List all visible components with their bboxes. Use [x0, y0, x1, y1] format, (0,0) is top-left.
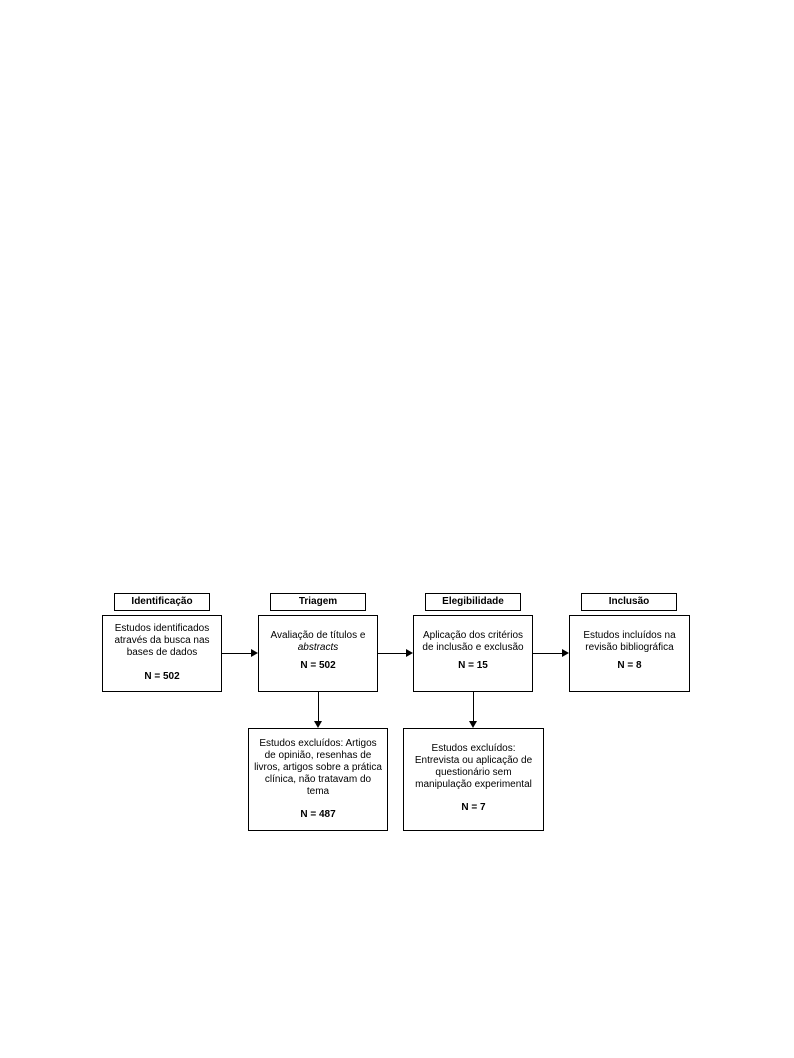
- connector-eligibility-exclusion: [473, 692, 474, 721]
- inclusion-count: N = 8: [617, 660, 642, 671]
- connector-eligibility-inclusion: [533, 653, 562, 654]
- eligibility-exclusion-count: N = 7: [461, 802, 486, 813]
- screening-desc-italic: abstracts: [297, 642, 339, 653]
- identification-desc: Estudos identificados através da busca n…: [114, 623, 210, 658]
- stage-label-screening: Triagem: [270, 593, 366, 611]
- screening-desc: Avaliação de títulos e: [270, 630, 366, 641]
- arrowhead-right-icon: [562, 649, 569, 657]
- connector-screening-exclusion: [318, 692, 319, 721]
- stage-label-eligibility: Elegibilidade: [425, 593, 521, 611]
- arrowhead-down-icon: [469, 721, 477, 728]
- inclusion-desc: Estudos incluídos na revisão bibliográfi…: [583, 630, 676, 653]
- eligibility-exclusion-box: Estudos excluídos: Entrevista ou aplicaç…: [403, 728, 544, 831]
- arrowhead-right-icon: [406, 649, 413, 657]
- eligibility-count: N = 15: [458, 660, 488, 671]
- arrowhead-right-icon: [251, 649, 258, 657]
- identification-box: Estudos identificados através da busca n…: [102, 615, 222, 692]
- screening-exclusion-count: N = 487: [300, 809, 336, 820]
- connector-screening-eligibility: [378, 653, 406, 654]
- inclusion-box: Estudos incluídos na revisão bibliográfi…: [569, 615, 690, 692]
- eligibility-exclusion-desc: Estudos excluídos: Entrevista ou aplicaç…: [414, 743, 533, 790]
- screening-exclusion-desc: Estudos excluídos: Artigos de opinião, r…: [254, 738, 382, 797]
- stage-label-inclusion: Inclusão: [581, 593, 677, 611]
- stage-label-identification: Identificação: [114, 593, 210, 611]
- identification-count: N = 502: [144, 671, 180, 682]
- arrowhead-down-icon: [314, 721, 322, 728]
- screening-box: Avaliação de títulos e abstracts N = 502: [258, 615, 378, 692]
- screening-exclusion-box: Estudos excluídos: Artigos de opinião, r…: [248, 728, 388, 831]
- eligibility-desc: Aplicação dos critérios de inclusão e ex…: [422, 630, 524, 653]
- eligibility-box: Aplicação dos critérios de inclusão e ex…: [413, 615, 533, 692]
- screening-count: N = 502: [300, 660, 336, 671]
- connector-identification-screening: [222, 653, 251, 654]
